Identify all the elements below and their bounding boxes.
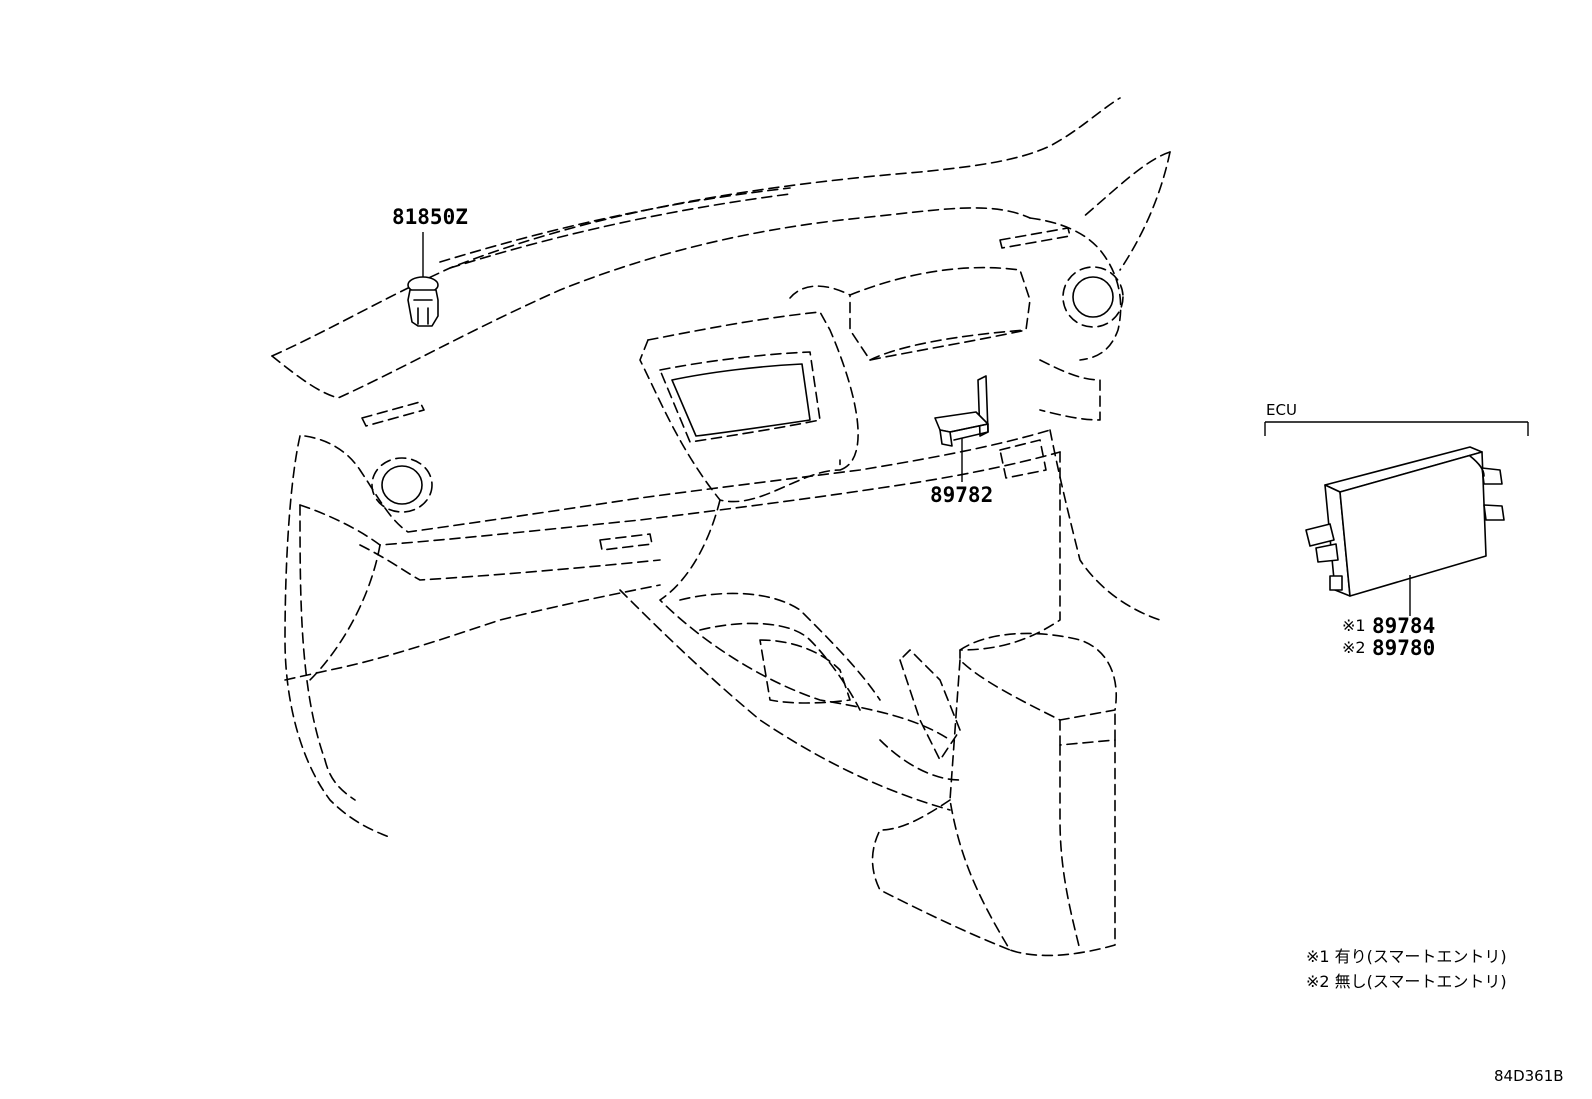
part-81850z-icon [407, 232, 439, 327]
note-1: ※1 有り(スマートエントリ) [1306, 947, 1507, 966]
diagram-code: 84D361B [1494, 1067, 1564, 1085]
ecu-title: ECU [1266, 401, 1297, 419]
ecu-part-number-2: 89780 [1372, 636, 1435, 660]
ecu-mark-1: ※1 [1342, 616, 1366, 635]
ecu-mark-2: ※2 [1342, 638, 1366, 657]
dashboard-outline [271, 97, 1171, 957]
part-number-81850z: 81850Z [392, 205, 468, 229]
ecu-bracket [1264, 421, 1529, 436]
ecu-module-icon [1305, 446, 1505, 616]
ecu-part-number-1: 89784 [1372, 614, 1435, 638]
part-89782-icon [934, 375, 989, 482]
part-number-89782: 89782 [930, 483, 993, 507]
note-2: ※2 無し(スマートエントリ) [1306, 972, 1507, 991]
